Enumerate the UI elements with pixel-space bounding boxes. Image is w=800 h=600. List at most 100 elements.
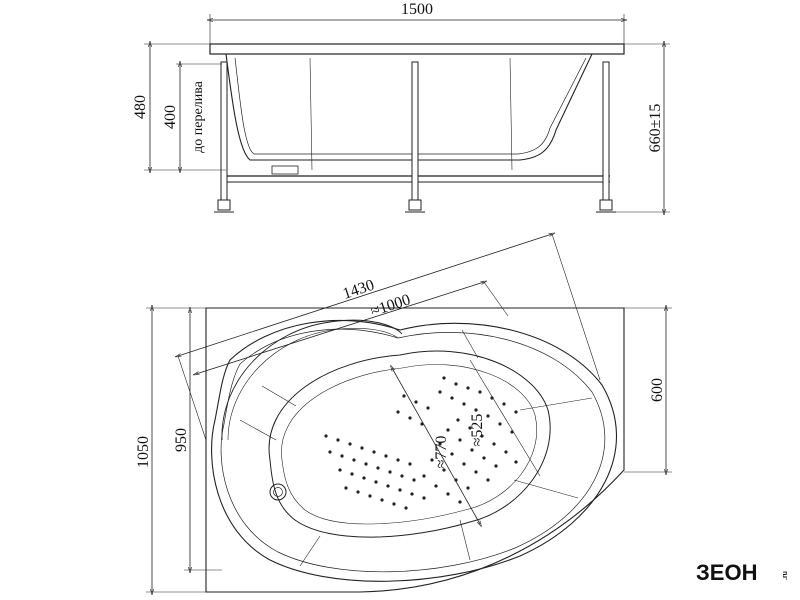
jet-hole: [442, 468, 446, 472]
top-outer-panel: [205, 307, 625, 593]
jet-hole: [434, 484, 438, 488]
dim-side-width: 1500: [401, 1, 433, 18]
jet-hole: [454, 478, 458, 482]
jet-hole: [474, 470, 478, 474]
jet-hole: [458, 500, 462, 504]
dim-top-side-height: 600: [649, 378, 666, 402]
jet-hole: [438, 390, 442, 394]
jet-hole: [386, 484, 390, 488]
dim-top-diag-inner: ≈1000: [369, 291, 413, 320]
side-leg-middle: [411, 61, 419, 203]
jet-hole: [466, 386, 470, 390]
logo-domain: .ru: [782, 571, 789, 580]
jet-hole: [344, 486, 348, 490]
logo-text: ЗЕОН: [696, 560, 757, 585]
jet-hole: [348, 442, 352, 446]
jet-hole: [498, 422, 502, 426]
jet-hole: [486, 478, 490, 482]
jet-hole: [388, 470, 392, 474]
jet-hole: [356, 490, 360, 494]
jet-hole: [408, 462, 412, 466]
jet-hole: [474, 408, 478, 412]
jet-hole: [450, 396, 454, 400]
dim-side-height-legs: 660±15: [647, 104, 664, 153]
side-rim: [209, 43, 625, 55]
jet-hole: [340, 454, 344, 458]
jet-hole: [402, 394, 406, 398]
jet-hole: [336, 438, 340, 442]
jet-hole: [396, 458, 400, 462]
jet-hole: [450, 452, 454, 456]
jet-hole: [374, 480, 378, 484]
dim-top-height-total: 1050: [135, 436, 152, 468]
jet-hole: [466, 486, 470, 490]
jet-hole: [380, 498, 384, 502]
jet-hole: [478, 390, 482, 394]
jet-hole: [458, 438, 462, 442]
jet-hole: [480, 434, 484, 438]
jet-hole: [324, 434, 328, 438]
brand-logo: ЗЕОН .ru: [696, 560, 789, 585]
jet-hole: [384, 454, 388, 458]
jet-hole: [482, 456, 486, 460]
jet-hole: [350, 472, 354, 476]
side-shell: [225, 53, 593, 161]
jet-hole: [486, 414, 490, 418]
jet-hole: [338, 468, 342, 472]
jet-hole: [364, 462, 368, 466]
top-view: [146, 234, 672, 592]
jet-hole: [446, 428, 450, 432]
jet-hole: [412, 478, 416, 482]
jet-hole: [504, 450, 508, 454]
jet-hole: [462, 402, 466, 406]
jet-hole: [410, 492, 414, 496]
jet-hole: [362, 476, 366, 480]
jet-hole: [376, 466, 380, 470]
overflow-note: до перелива: [191, 80, 206, 152]
jet-hole: [392, 502, 396, 506]
jet-holes: [324, 376, 518, 510]
drain-hole: [269, 483, 287, 501]
jet-hole: [438, 442, 442, 446]
dim-top-height-inner: 950: [173, 428, 190, 452]
jet-hole: [400, 474, 404, 478]
jet-hole: [446, 492, 450, 496]
jet-hole: [414, 400, 418, 404]
jet-hole: [426, 406, 430, 410]
jet-hole: [360, 446, 364, 450]
jet-hole: [494, 464, 498, 468]
dim-side-height-total: 480: [132, 95, 149, 119]
jet-hole: [456, 418, 460, 422]
jet-hole: [510, 430, 514, 434]
jet-hole: [462, 462, 466, 466]
jet-hole: [514, 460, 518, 464]
jet-hole: [420, 422, 424, 426]
side-leg-left: [220, 61, 228, 203]
jet-hole: [404, 506, 408, 510]
jet-hole: [328, 450, 332, 454]
dim-top-diagonal: 1430: [341, 277, 377, 303]
jet-hole: [396, 410, 400, 414]
jet-hole: [514, 410, 518, 414]
dim-top-inner-length: ≈770: [433, 436, 450, 469]
jet-hole: [454, 382, 458, 386]
jet-hole: [372, 450, 376, 454]
dim-top-inner-width: ≈525: [469, 414, 486, 447]
jet-hole: [442, 376, 446, 380]
jet-hole: [502, 402, 506, 406]
jet-hole: [408, 416, 412, 420]
jet-hole: [422, 474, 426, 478]
jet-hole: [368, 494, 372, 498]
jet-hole: [398, 488, 402, 492]
top-basin: [268, 350, 551, 538]
jet-hole: [468, 426, 472, 430]
jet-hole: [490, 396, 494, 400]
jet-hole: [422, 496, 426, 500]
jet-hole: [352, 458, 356, 462]
jet-hole: [492, 442, 496, 446]
jet-hole: [430, 458, 434, 462]
side-view: [144, 14, 670, 212]
dim-side-height-overflow: 400: [162, 105, 179, 129]
